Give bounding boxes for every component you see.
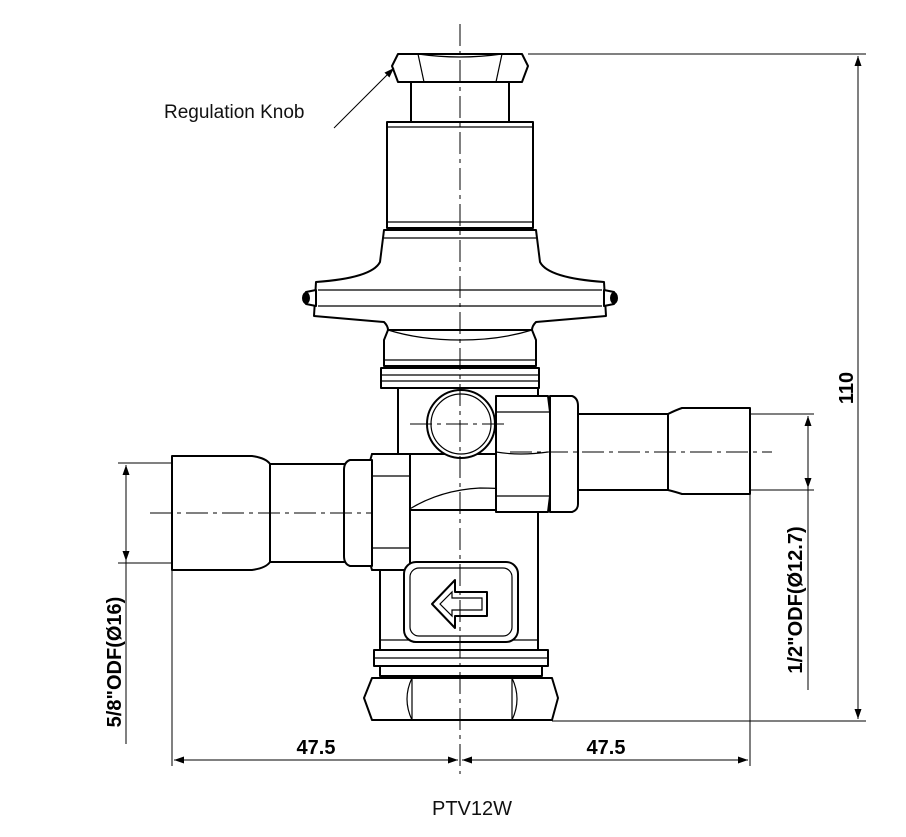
lower-thread-ring <box>373 649 549 677</box>
right-width-label: 47.5 <box>587 737 626 759</box>
right-body-hex <box>495 395 551 513</box>
regulation-knob-callout: Regulation Knob <box>164 67 395 129</box>
dimension-right-connection: 1/2"ODF(Ø12.7) <box>750 413 814 690</box>
dimension-left-connection: 5/8"ODF(Ø16) <box>104 462 172 744</box>
bottom-hex-nut <box>363 677 559 721</box>
left-width-label: 47.5 <box>297 737 336 759</box>
right-connection-pipe <box>549 395 751 513</box>
model-name: PTV12W <box>432 798 512 820</box>
center-lines <box>150 24 772 774</box>
dimension-right-width: 47.5 <box>462 494 751 766</box>
height-dimension-label: 110 <box>836 372 858 404</box>
valve-body <box>171 53 751 721</box>
dimension-height: 110 <box>528 53 866 722</box>
right-connection-label: 1/2"ODF(Ø12.7) <box>785 526 807 673</box>
left-connection-label: 5/8"ODF(Ø16) <box>104 597 126 728</box>
regulation-knob-label: Regulation Knob <box>164 102 305 123</box>
dimension-left-width: 47.5 <box>171 570 458 766</box>
left-body-hex <box>367 453 411 571</box>
flow-direction-window <box>403 561 519 643</box>
